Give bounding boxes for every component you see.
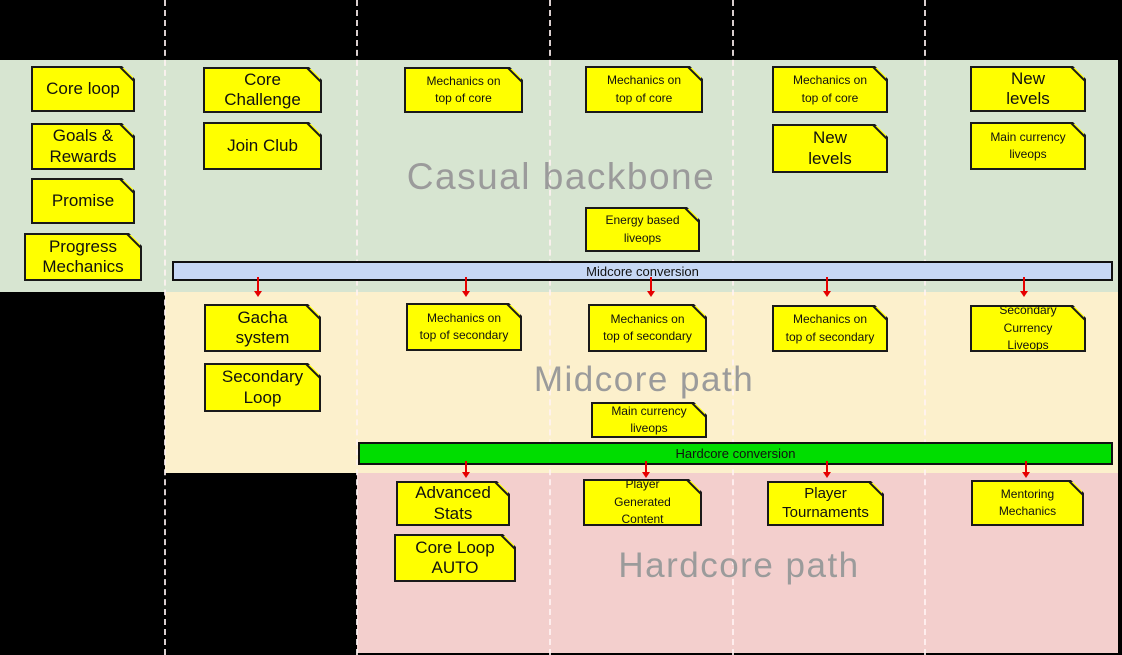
- note-label: New levels: [1006, 68, 1050, 108]
- hardcore-path-title[interactable]: Hardcore path: [618, 546, 860, 585]
- note-label: Progress Mechanics: [42, 236, 124, 276]
- note-label: Player Generated Content: [614, 477, 671, 527]
- main-currency-liveops-2-note[interactable]: Main currency liveops: [591, 402, 707, 438]
- note-label: Secondary Currency Liveops: [999, 303, 1057, 353]
- mechanics-on-top-of-secondary-2-note[interactable]: Mechanics on top of secondary: [588, 304, 707, 352]
- goals-rewards-note[interactable]: Goals & Rewards: [31, 123, 135, 170]
- column-divider-line: [164, 0, 166, 655]
- note-label: Secondary Loop: [221, 367, 304, 407]
- hardcore-conversion-bar[interactable]: Hardcore conversion: [358, 442, 1113, 465]
- player-tournaments-note[interactable]: Player Tournaments: [767, 481, 884, 526]
- casual-backbone-band: [0, 60, 1118, 292]
- mechanics-on-top-of-core-1-note[interactable]: Mechanics on top of core: [404, 67, 523, 113]
- down-arrow-icon: [647, 277, 655, 297]
- note-label: Goals & Rewards: [49, 126, 117, 166]
- mentoring-mechanics-note[interactable]: Mentoring Mechanics: [971, 480, 1084, 526]
- advanced-stats-note[interactable]: Advanced Stats: [396, 481, 510, 526]
- note-label: Core loop: [46, 78, 120, 98]
- note-label: Promise: [51, 190, 115, 210]
- note-label: Mechanics on top of core: [426, 73, 501, 105]
- main-currency-liveops-1-note[interactable]: Main currency liveops: [970, 122, 1086, 170]
- down-arrow-icon: [642, 461, 650, 478]
- secondary-currency-liveops-note[interactable]: Secondary Currency Liveops: [970, 303, 1086, 353]
- promise-note[interactable]: Promise: [31, 178, 135, 224]
- column-divider-line: [356, 0, 358, 655]
- note-label: Main currency liveops: [990, 129, 1066, 161]
- note-label: Energy based liveops: [605, 213, 680, 245]
- core-challenge-note[interactable]: Core Challenge: [203, 67, 322, 113]
- column-divider-line: [924, 0, 926, 655]
- note-label: Mentoring Mechanics: [998, 486, 1057, 518]
- note-label: Mechanics on top of secondary: [419, 310, 509, 342]
- note-label: Join Club: [227, 135, 298, 155]
- progress-mechanics-note[interactable]: Progress Mechanics: [24, 233, 142, 281]
- mechanics-on-top-of-secondary-3-note[interactable]: Mechanics on top of secondary: [772, 305, 888, 352]
- note-label: Mechanics on top of core: [792, 73, 868, 105]
- column-divider-line: [732, 0, 734, 655]
- note-label: Mechanics on top of secondary: [785, 312, 875, 344]
- down-arrow-icon: [1020, 277, 1028, 297]
- note-label: New levels: [808, 128, 852, 168]
- note-label: Advanced Stats: [415, 483, 491, 523]
- note-label: Player Tournaments: [782, 484, 869, 521]
- midcore-conversion-label: Midcore conversion: [586, 263, 699, 279]
- midcore-conversion-bar[interactable]: Midcore conversion: [172, 261, 1113, 281]
- midcore-path-title[interactable]: Midcore path: [533, 360, 755, 399]
- mechanics-on-top-of-secondary-1-note[interactable]: Mechanics on top of secondary: [406, 303, 522, 351]
- column-divider-line: [549, 0, 551, 655]
- gacha-system-note[interactable]: Gacha system: [204, 304, 321, 352]
- player-generated-content-note[interactable]: Player Generated Content: [583, 477, 702, 527]
- note-label: Core Challenge: [224, 69, 301, 109]
- mechanics-on-top-of-core-3-note[interactable]: Mechanics on top of core: [772, 66, 888, 113]
- note-label: Mechanics on top of core: [606, 73, 682, 105]
- down-arrow-icon: [823, 461, 831, 478]
- down-arrow-icon: [1022, 461, 1030, 478]
- note-label: Main currency liveops: [611, 403, 687, 435]
- hardcore-conversion-label: Hardcore conversion: [675, 446, 796, 461]
- new-levels-2-note[interactable]: New levels: [970, 66, 1086, 112]
- down-arrow-icon: [254, 277, 262, 297]
- new-levels-1-note[interactable]: New levels: [772, 124, 888, 173]
- down-arrow-icon: [823, 277, 831, 297]
- secondary-loop-note[interactable]: Secondary Loop: [204, 363, 321, 412]
- join-club-note[interactable]: Join Club: [203, 122, 322, 170]
- core-loop-note[interactable]: Core loop: [31, 66, 135, 112]
- down-arrow-icon: [462, 461, 470, 478]
- down-arrow-icon: [462, 277, 470, 297]
- note-label: Mechanics on top of secondary: [603, 311, 692, 343]
- energy-based-liveops-note[interactable]: Energy based liveops: [585, 207, 700, 252]
- casual-backbone-title[interactable]: Casual backbone: [406, 156, 716, 197]
- note-label: Gacha system: [235, 307, 290, 347]
- note-label: Core Loop AUTO: [415, 537, 495, 577]
- core-loop-auto-note[interactable]: Core Loop AUTO: [394, 534, 516, 582]
- mechanics-on-top-of-core-2-note[interactable]: Mechanics on top of core: [585, 66, 703, 113]
